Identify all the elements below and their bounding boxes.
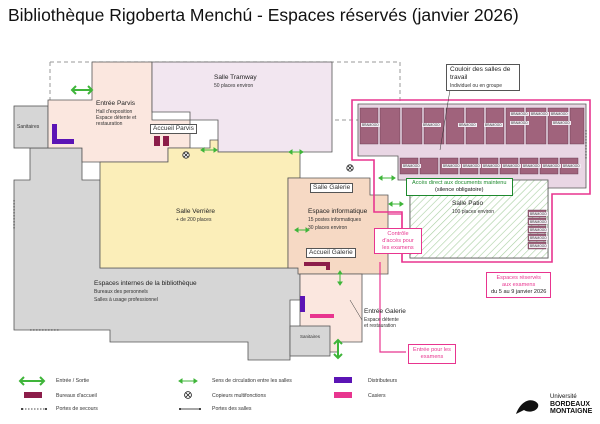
legend-label: Sens de circulation entre les salles [212, 378, 292, 384]
double-arrow-icon [333, 338, 343, 360]
controle-acces-callout: Contrôle d'accès pour les examens [374, 228, 422, 255]
espace-informatique-label: Espace informatique 15 postes informatiq… [308, 208, 368, 232]
sanitaires-left-area [13, 105, 49, 149]
entree-galerie-label: Entrée Galerie Espace détente et restaur… [364, 308, 406, 330]
accueil-parvis-label: Accueil Parvis [150, 124, 197, 134]
shelf-label: BRAMOOO [529, 228, 548, 232]
salle-tramway-label: Salle Tramway 50 places environ [214, 74, 257, 89]
shelf-label: BRAMOOO [442, 164, 461, 168]
legend-label: Casiers [368, 393, 386, 399]
shelf-label: BRAMOOO [529, 212, 548, 216]
shelf-label: BRAMOOO [522, 164, 541, 168]
sanitaires-left-label: Sanitaires [17, 124, 40, 130]
shelf-label: BRAMOOO [502, 164, 521, 168]
acces-direct-callout: Accès direct aux documents maintenu (sil… [406, 178, 513, 196]
shelf-label: BRAMOOO [462, 164, 481, 168]
university-logo-mark [516, 400, 539, 414]
distributeur-icon [300, 296, 305, 312]
espaces-reserves-callout: Espaces réservés aux examens du 5 au 9 j… [486, 272, 552, 299]
legend-label: Portes de secours [56, 406, 98, 412]
salle-verriere-label: Salle Verrière + de 200 places [176, 208, 216, 223]
shelf-label: BRAMOOO [458, 123, 477, 127]
distributeur-icon [52, 124, 74, 144]
shelf-label: BRAMOOO [550, 112, 569, 116]
shelf-label: BRAMOOO [529, 220, 548, 224]
salle-tramway-area [151, 61, 333, 153]
legend-label: Entrée / Sortie [56, 378, 90, 384]
legend-label: Distributeurs [368, 378, 398, 384]
shelf-label: BRAMOOO [482, 164, 501, 168]
copier-icon [182, 151, 190, 159]
legend-label: Bureaux d'accueil [56, 393, 97, 399]
double-arrow-icon [70, 85, 94, 95]
shelf-label: BRAMOOO [562, 164, 581, 168]
shelf-label: BRAMOOO [529, 236, 548, 240]
shelf-label: BRAMOOO [510, 112, 529, 116]
salle-galerie-label: Salle Galerie [310, 183, 354, 193]
emergency-door-icon [13, 130, 587, 331]
legend-label: Portes des salles [212, 406, 252, 412]
shelf-label: BRAMOOO [402, 164, 421, 168]
salle-patio-label: Salle Patio 100 places environ [452, 200, 494, 215]
shelf-label: BRAMOOO [552, 121, 571, 125]
small-arrow-icon [200, 147, 404, 286]
sanitaires-bottom-area [289, 325, 331, 357]
casier-icon [310, 314, 334, 318]
couloir-label: Couloir des salles de travail Individuel… [446, 64, 520, 92]
shelf-label: BRAMOOO [529, 244, 548, 248]
shelf-label: BRAMOOO [510, 121, 529, 125]
university-logo: Université BORDEAUX MONTAIGNE [550, 394, 593, 415]
shelf-label: BRAMOOO [484, 123, 503, 127]
accueil-galerie-label: Accueil Galerie [306, 248, 356, 258]
legend-graphics [18, 376, 352, 410]
page-title: Bibliothèque Rigoberta Menchú - Espaces … [8, 5, 519, 25]
espaces-internes-label: Espaces internes de la bibliothèque Bure… [94, 280, 197, 304]
shelf-label: BRAMOOO [422, 123, 441, 127]
shelf-label: BRAMOOO [530, 112, 549, 116]
copier-icon [346, 164, 354, 172]
shelf-label: BRAMOOO [542, 164, 561, 168]
entree-parvis-label: Entrée Parvis Hall d'exposition Espace d… [96, 100, 137, 128]
legend-label: Copieurs multifonctions [212, 393, 266, 399]
sanitaires-bottom-label: Sanitaires [300, 334, 321, 339]
entree-examens-callout: Entrée pour les examens [408, 344, 456, 364]
shelf-label: BRAMOOO [361, 123, 380, 127]
